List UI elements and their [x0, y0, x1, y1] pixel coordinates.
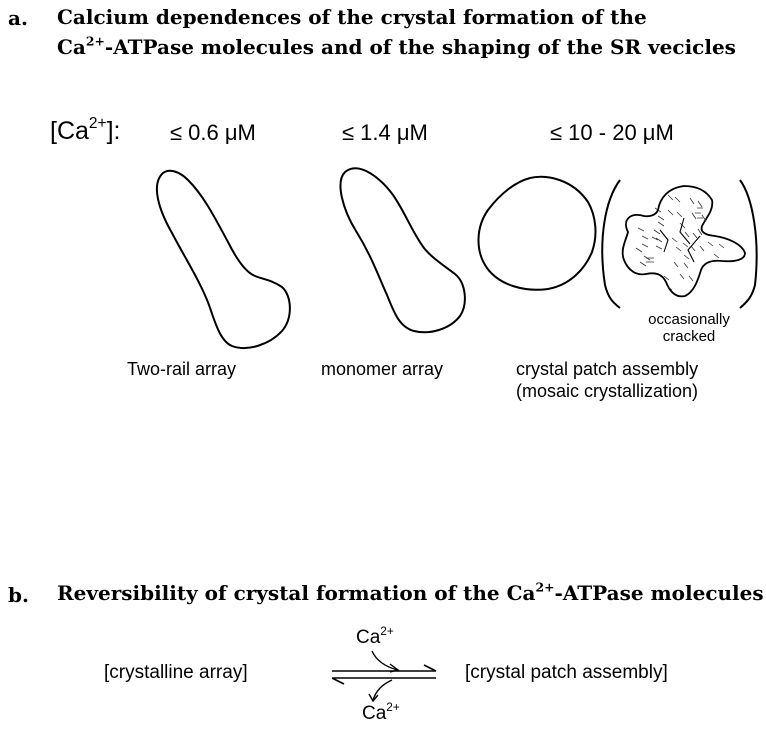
section-b-title: Reversibility of crystal formation of th…: [57, 578, 764, 608]
crystalline-array-term: [crystalline array]: [104, 662, 248, 683]
caption-monomer-array: monomer array: [321, 359, 444, 379]
reverse-arrow-head: [331, 677, 345, 685]
section-b-title-post: -ATPase molecules: [554, 581, 764, 605]
caption-crystal-patch-line1: crystal patch assembly: [516, 359, 699, 379]
forward-arrow-head: [423, 664, 437, 672]
crystal-texture: [635, 194, 725, 291]
concentration-low: ≤ 0.6 μM: [170, 120, 256, 145]
calcium-concentration-label: [Ca2+]:: [50, 115, 121, 146]
section-b-title-pre: Reversibility of crystal formation of th…: [57, 581, 536, 605]
top-ion-charge: 2+: [380, 624, 394, 638]
monomer-vesicle-shape: [339, 167, 466, 334]
right-bracket: [739, 179, 758, 309]
ion-out-curve: [372, 679, 393, 702]
title-line2-rest: -ATPase molecules and of the shaping of …: [104, 35, 736, 59]
title-line2-ca: Ca: [57, 35, 86, 59]
caption-crystal-patch-assembly: crystal patch assembly (mosaic crystalli…: [516, 358, 698, 402]
ion-in-curve: [371, 650, 399, 671]
concentration-mid: ≤ 1.4 μM: [342, 120, 428, 145]
cracked-note-line1: occasionally: [648, 311, 730, 328]
crystal-patch-assembly-term: [crystal patch assembly]: [465, 662, 668, 683]
section-a-title: Calcium dependences of the crystal forma…: [57, 2, 736, 62]
crystal-patch-vesicle-shape: [477, 175, 597, 291]
section-b-title-charge: 2+: [535, 579, 555, 595]
section-a-title-line2: Ca2+-ATPase molecules and of the shaping…: [57, 32, 736, 62]
ca-label-end: ]:: [106, 117, 121, 145]
cracked-note-line2: cracked: [662, 328, 716, 345]
bottom-ion-base: Ca: [362, 703, 387, 724]
section-a-label: a.: [8, 6, 28, 30]
cracked-note: occasionally cracked: [636, 311, 742, 345]
left-bracket: [601, 179, 621, 309]
cracked-inset-shape: [621, 185, 746, 298]
top-calcium-ion: Ca2+: [356, 624, 394, 649]
concentration-high: ≤ 10 - 20 μM: [550, 120, 674, 145]
section-b-label: b.: [8, 583, 29, 607]
bottom-calcium-ion: Ca2+: [362, 700, 400, 725]
ca-label-charge: 2+: [88, 115, 107, 133]
top-ion-base: Ca: [356, 627, 381, 648]
ion-out-head: [368, 693, 379, 703]
vesicle-shapes: [155, 167, 758, 350]
ca-label-base: [Ca: [50, 117, 89, 145]
title-line2-charge: 2+: [85, 33, 105, 49]
caption-two-rail-array: Two-rail array: [127, 359, 237, 379]
section-a-title-line1: Calcium dependences of the crystal forma…: [57, 5, 647, 29]
two-rail-vesicle-shape: [155, 169, 291, 350]
ion-in-head: [389, 663, 400, 673]
caption-crystal-patch-line2: (mosaic crystallization): [516, 381, 699, 401]
crack-lines: [659, 217, 701, 263]
bottom-ion-charge: 2+: [386, 700, 400, 714]
